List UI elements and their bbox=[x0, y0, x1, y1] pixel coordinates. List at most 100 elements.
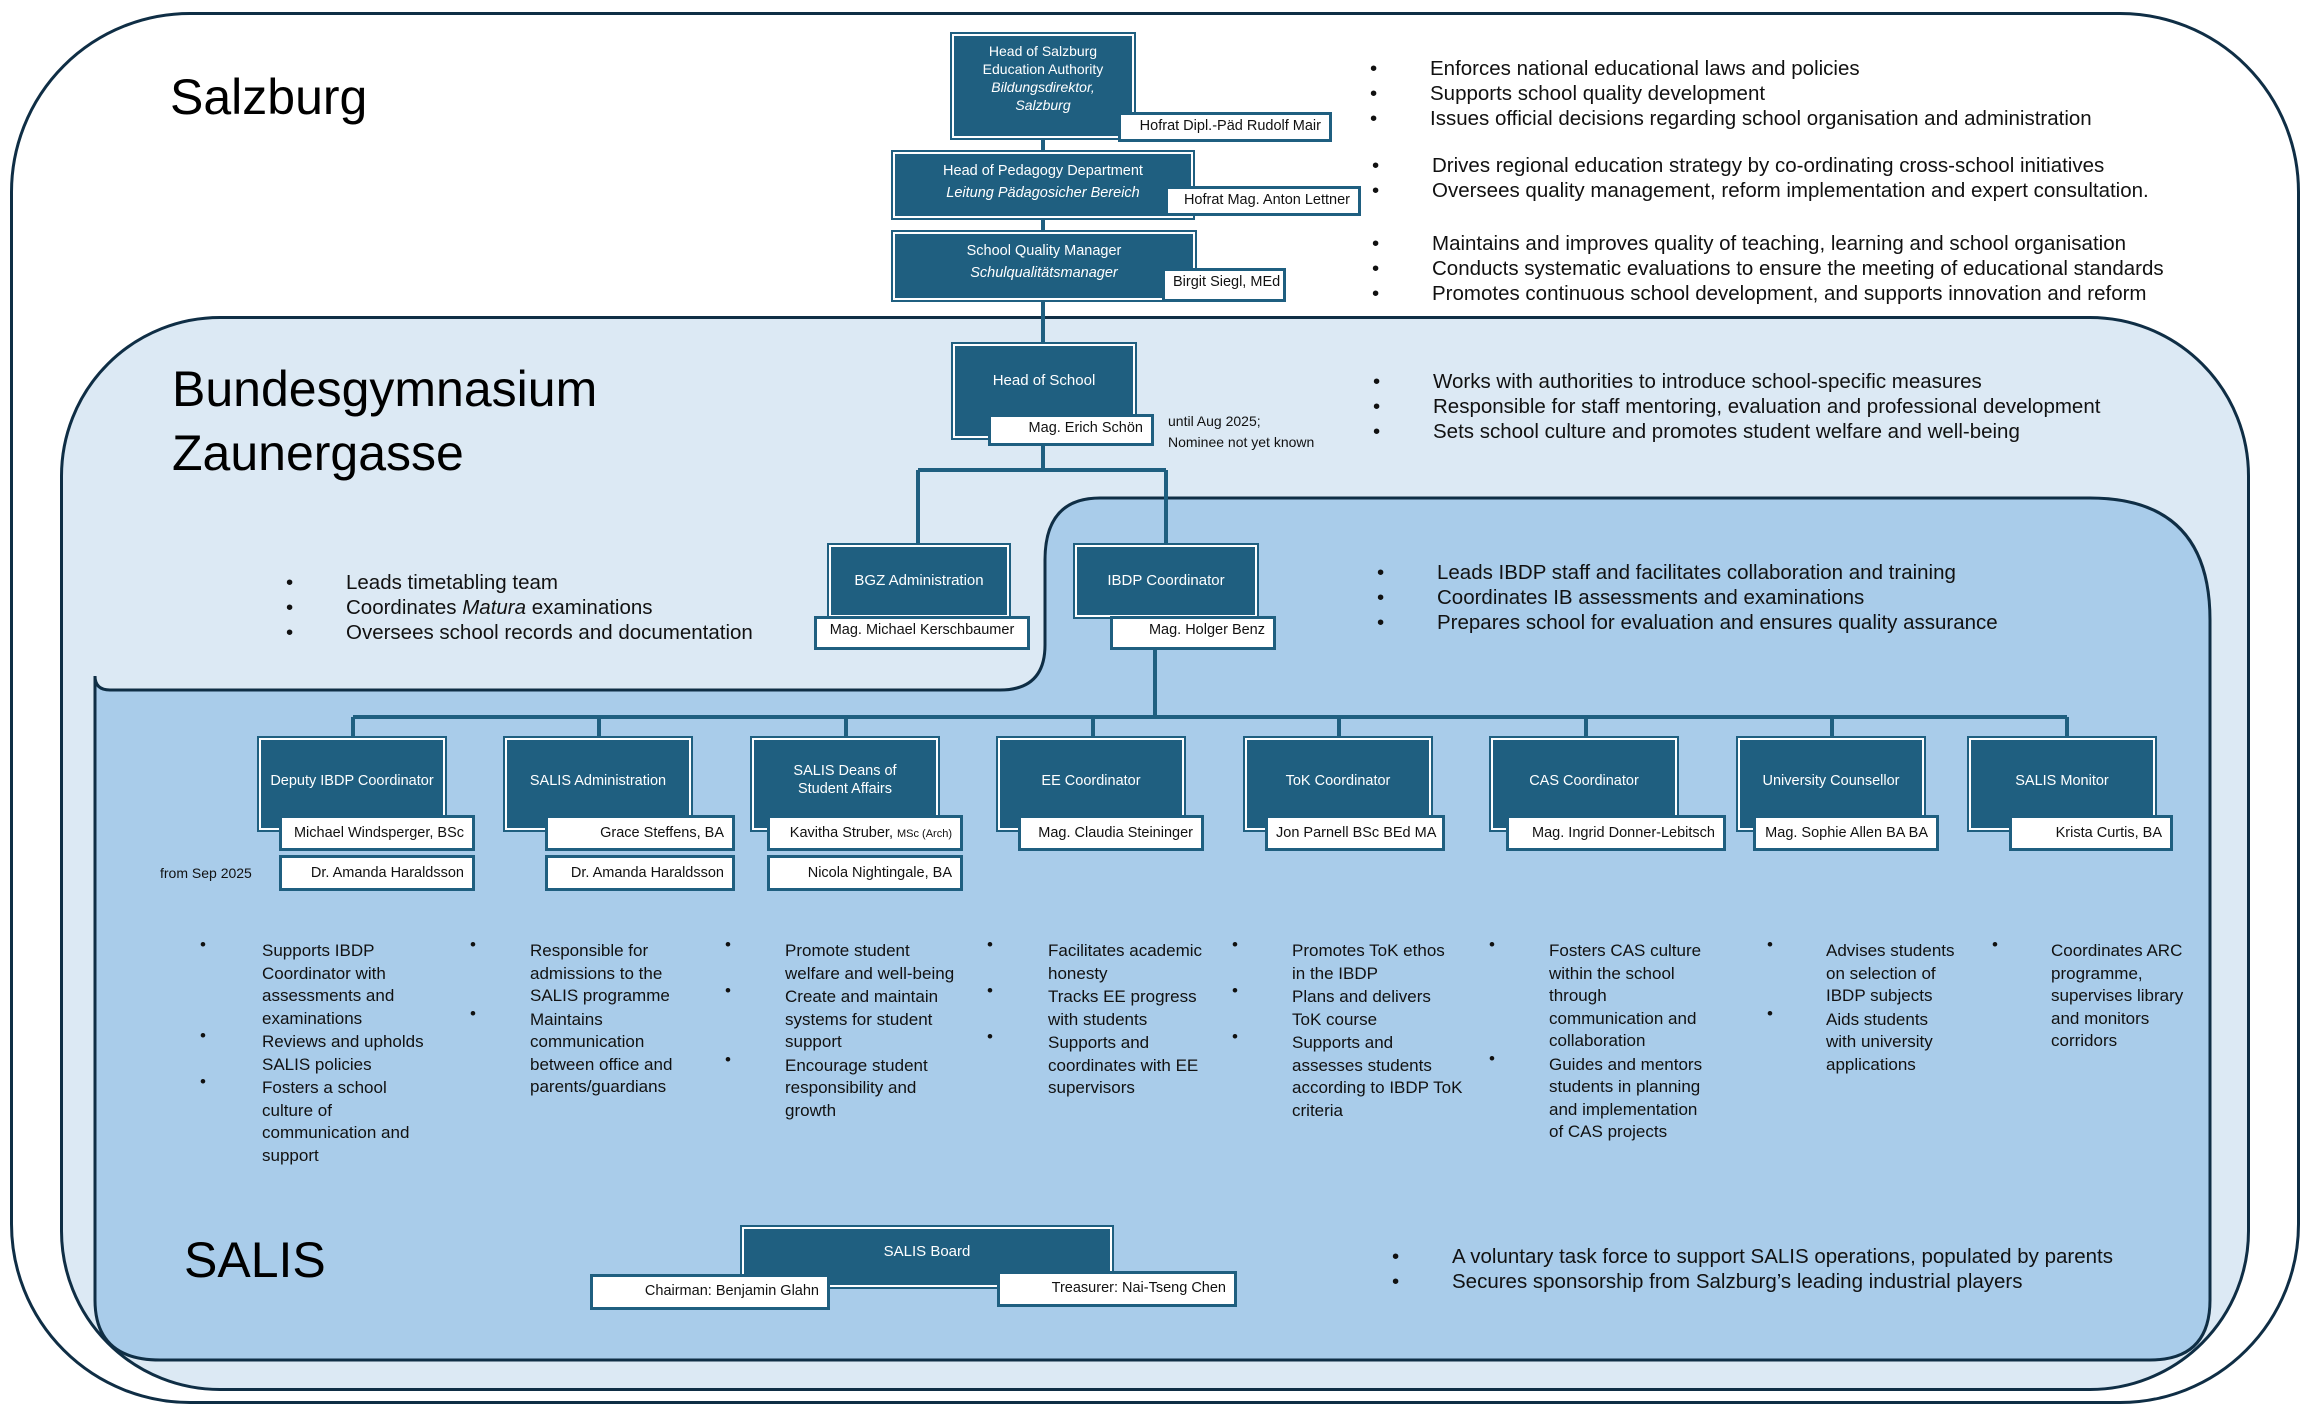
role-person-name: Mag. Sophie Allen BA BA bbox=[1753, 815, 1939, 851]
bgz-admin-duties: Leads timetabling team Coordinates Matur… bbox=[286, 570, 753, 645]
bullet-icon: • bbox=[725, 935, 731, 954]
head-authority-subtitle: Bildungsdirektor, Salzburg bbox=[991, 79, 1095, 113]
role-duty-line: Promotes ToK ethos bbox=[1292, 941, 1445, 960]
role-person-name: Mag. Ingrid Donner-Lebitsch bbox=[1506, 815, 1726, 851]
head-of-school-note: until Aug 2025; Nominee not yet known bbox=[1168, 411, 1314, 453]
role-duty-line: Tracks EE progress bbox=[1048, 987, 1197, 1006]
role-duty-line: Maintains bbox=[530, 1009, 603, 1029]
role-duty-line: Coordinator with bbox=[262, 963, 386, 983]
role-person-name: Krista Curtis, BA bbox=[2009, 815, 2173, 851]
bullet-icon: • bbox=[987, 935, 993, 954]
role-duty-line: assessments and bbox=[262, 986, 395, 1005]
note-line: Nominee not yet known bbox=[1168, 434, 1315, 450]
list-item: Issues official decisions regarding scho… bbox=[1370, 106, 2092, 131]
bgz-admin-box: BGZ Administration bbox=[827, 543, 1011, 619]
role-person-name-text: Dr. Amanda Haraldsson bbox=[310, 865, 464, 881]
role-duty-line: IBDP subjects bbox=[1826, 986, 1933, 1005]
role-person-name: Dr. Amanda Haraldsson bbox=[545, 855, 735, 891]
quality-name: Birgit Siegl, MEd bbox=[1162, 268, 1286, 302]
role-person-name: Grace Steffens, BA bbox=[545, 815, 735, 851]
role-duty-line: communication and bbox=[1549, 1008, 1697, 1028]
head-authority-name: Hofrat Dipl.-Päd Rudolf Mair bbox=[1118, 112, 1332, 142]
role-duty-line: ToK course bbox=[1292, 1009, 1378, 1029]
role-title: EE Coordinator bbox=[1041, 773, 1141, 789]
head-of-school-name: Mag. Erich Schön bbox=[988, 414, 1154, 446]
bgz-admin-title: BGZ Administration bbox=[854, 572, 984, 589]
role-person-name: Nicola Nightingale, BA bbox=[767, 855, 963, 891]
pedagogy-subtitle: Leitung Pädagosicher Bereich bbox=[946, 185, 1140, 201]
list-item: A voluntary task force to support SALIS … bbox=[1392, 1244, 2113, 1269]
role-duty-line: coordinates with EE bbox=[1048, 1055, 1199, 1075]
ibdp-coordinator-title: IBDP Coordinator bbox=[1107, 572, 1225, 589]
role-duty-line: communication bbox=[530, 1032, 645, 1051]
head-authority-title: Head of Salzburg Education Authority bbox=[982, 43, 1104, 77]
bullet-icon: • bbox=[725, 981, 731, 1000]
bullet-icon: • bbox=[987, 981, 993, 1000]
role-duty-line: Supports and bbox=[1292, 1033, 1394, 1052]
role-person-name-text: Dr. Amanda Haraldsson bbox=[570, 865, 724, 881]
ibdp-coordinator-name: Mag. Holger Benz bbox=[1110, 616, 1276, 650]
list-item: Drives regional education strategy by co… bbox=[1372, 153, 2149, 178]
role-duty-line: in the IBDP bbox=[1292, 963, 1378, 983]
role-title: SALIS Administration bbox=[529, 773, 667, 789]
role-person-name: Jon Parnell BSc BEd MA bbox=[1265, 815, 1445, 851]
ibdp-coordinator-box: IBDP Coordinator bbox=[1073, 543, 1259, 619]
role-duty-line: applications bbox=[1826, 1054, 1916, 1074]
role-duty-line: Coordinates ARC bbox=[2051, 941, 2183, 960]
role-duty-line: between office and bbox=[530, 1054, 673, 1074]
role-person-name-text: Mag. Sophie Allen BA BA bbox=[1765, 825, 1928, 841]
role-duty-line: Reviews and upholds bbox=[262, 1032, 424, 1051]
head-of-school-duties: Works with authorities to introduce scho… bbox=[1373, 369, 2100, 444]
role-box: SALIS Administration bbox=[503, 736, 693, 832]
role-duty-line: Plans and delivers bbox=[1292, 987, 1431, 1006]
list-item: Maintains and improves quality of teachi… bbox=[1372, 231, 2164, 256]
role-duty-line: with university bbox=[1826, 1032, 1933, 1051]
list-item: Coordinates IB assessments and examinati… bbox=[1377, 585, 1998, 610]
role-title: Deputy IBDP Coordinator bbox=[270, 773, 434, 789]
role-duty-line: culture of bbox=[262, 1100, 332, 1120]
list-text: examinations bbox=[526, 596, 653, 619]
pedagogy-box: Head of Pedagogy Department Leitung Päda… bbox=[891, 150, 1195, 220]
role-duty-line: Guides and mentors bbox=[1549, 1054, 1703, 1074]
quality-duties: Maintains and improves quality of teachi… bbox=[1372, 231, 2164, 306]
role-title: SALIS Monitor bbox=[2015, 773, 2109, 789]
role-person-name-text: Mag. Claudia Steininger bbox=[1038, 825, 1193, 841]
role-person-name-text: Michael Windsperger, BSc bbox=[293, 825, 464, 841]
quality-subtitle: Schulqualitätsmanager bbox=[970, 265, 1118, 281]
role-duty-line: supervises library bbox=[2051, 986, 2184, 1005]
quality-box: School Quality Manager Schulqualitätsman… bbox=[891, 230, 1197, 302]
role-duty-line: SALIS policies bbox=[262, 1054, 372, 1074]
school-title-line2: Zaunergasse bbox=[172, 425, 464, 481]
head-of-school-title: Head of School bbox=[992, 372, 1096, 389]
list-item: Enforces national educational laws and p… bbox=[1370, 56, 2092, 81]
role-title: University Counsellor bbox=[1762, 773, 1900, 789]
bullet-icon: • bbox=[987, 1027, 993, 1046]
role-person-name-text: Nicola Nightingale, BA bbox=[807, 865, 952, 881]
role-box: EE Coordinator bbox=[996, 736, 1186, 832]
list-item: Conducts systematic evaluations to ensur… bbox=[1372, 256, 2164, 281]
list-item: Leads timetabling team bbox=[286, 570, 753, 595]
role-duty-line: and monitors bbox=[2051, 1008, 2150, 1028]
list-item: Responsible for staff mentoring, evaluat… bbox=[1373, 394, 2100, 419]
role-duty-line: supervisors bbox=[1048, 1078, 1135, 1097]
bullet-icon: • bbox=[1232, 981, 1238, 1000]
role-duty-line: Encourage student bbox=[785, 1055, 928, 1075]
role-box: SALIS Monitor bbox=[1967, 736, 2157, 832]
role-duty-line: on selection of bbox=[1826, 963, 1936, 983]
pedagogy-duties: Drives regional education strategy by co… bbox=[1372, 153, 2149, 203]
list-text: Coordinates bbox=[346, 596, 463, 619]
role-person-name-text: Mag. Ingrid Donner-Lebitsch bbox=[1532, 825, 1715, 841]
role-box: University Counsellor bbox=[1736, 736, 1926, 832]
role-duty-line: through bbox=[1549, 986, 1607, 1005]
role-duty-line: examinations bbox=[262, 1008, 363, 1028]
salis-board-duties: A voluntary task force to support SALIS … bbox=[1392, 1244, 2113, 1294]
board-chairman: Chairman: Benjamin Glahn bbox=[590, 1274, 830, 1310]
role-person-name-suffix: MSc (Arch) bbox=[897, 828, 952, 840]
role-duty-line: corridors bbox=[2051, 1031, 2118, 1050]
role-duty-line: students in planning bbox=[1549, 1077, 1701, 1096]
head-authority-duties: Enforces national educational laws and p… bbox=[1370, 56, 2092, 131]
bullet-icon: • bbox=[1489, 935, 1495, 954]
list-item: Leads IBDP staff and facilitates collabo… bbox=[1377, 560, 1998, 585]
list-item: Oversees school records and documentatio… bbox=[286, 620, 753, 645]
